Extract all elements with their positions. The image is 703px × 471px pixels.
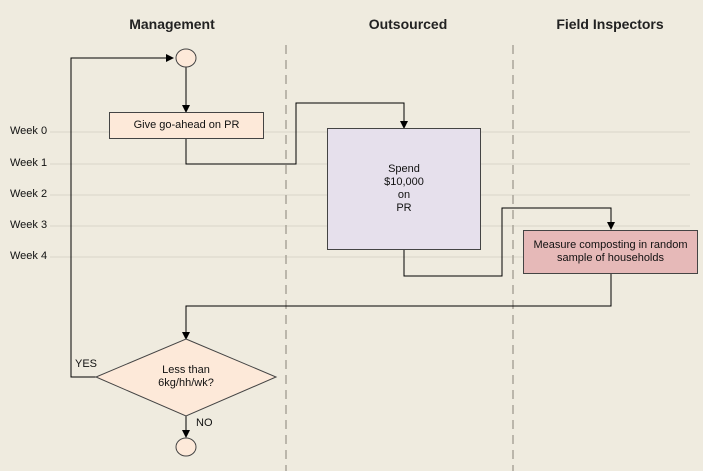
go-ahead-label: Give go-ahead on PR [133, 119, 240, 131]
decision-label-line: 6kg/hh/wk? [158, 377, 214, 389]
measure-box[interactable]: Measure composting in random sample of h… [523, 230, 698, 274]
week-label: Week 1 [10, 157, 48, 169]
spend-label-line: on [397, 189, 411, 201]
spend-label-line: $10,000 [384, 176, 424, 188]
decision-diamond[interactable] [94, 338, 278, 417]
measure-label-line: Measure composting in random [533, 239, 688, 251]
week-label: Week 2 [10, 188, 48, 200]
lane-title-field-inspectors: Field Inspectors [556, 16, 664, 32]
yes-label: YES [75, 358, 98, 370]
spend-box[interactable]: Spend $10,000 on PR [327, 128, 481, 250]
lane-title-outsourced: Outsourced [368, 16, 448, 32]
spend-label-line: Spend [388, 163, 420, 175]
week-label: Week 4 [10, 250, 48, 262]
edge-decision-yes-loop [70, 54, 174, 378]
start-terminal[interactable] [175, 48, 197, 68]
edge-goahead-to-spend [185, 102, 408, 165]
week-label: Week 0 [10, 125, 48, 137]
no-label: NO [196, 417, 213, 429]
edge-spend-to-measure [403, 207, 615, 277]
end-terminal[interactable] [175, 437, 197, 457]
decision-label-line: Less than [162, 364, 210, 376]
spend-label-line: PR [396, 202, 412, 214]
edge-measure-to-decision [182, 274, 612, 340]
lane-title-management: Management [129, 16, 215, 32]
week-label: Week 3 [10, 219, 48, 231]
measure-label-line: sample of households [556, 252, 664, 264]
decision-label: Less than 6kg/hh/wk? [136, 364, 236, 390]
go-ahead-box[interactable]: Give go-ahead on PR [109, 112, 264, 139]
